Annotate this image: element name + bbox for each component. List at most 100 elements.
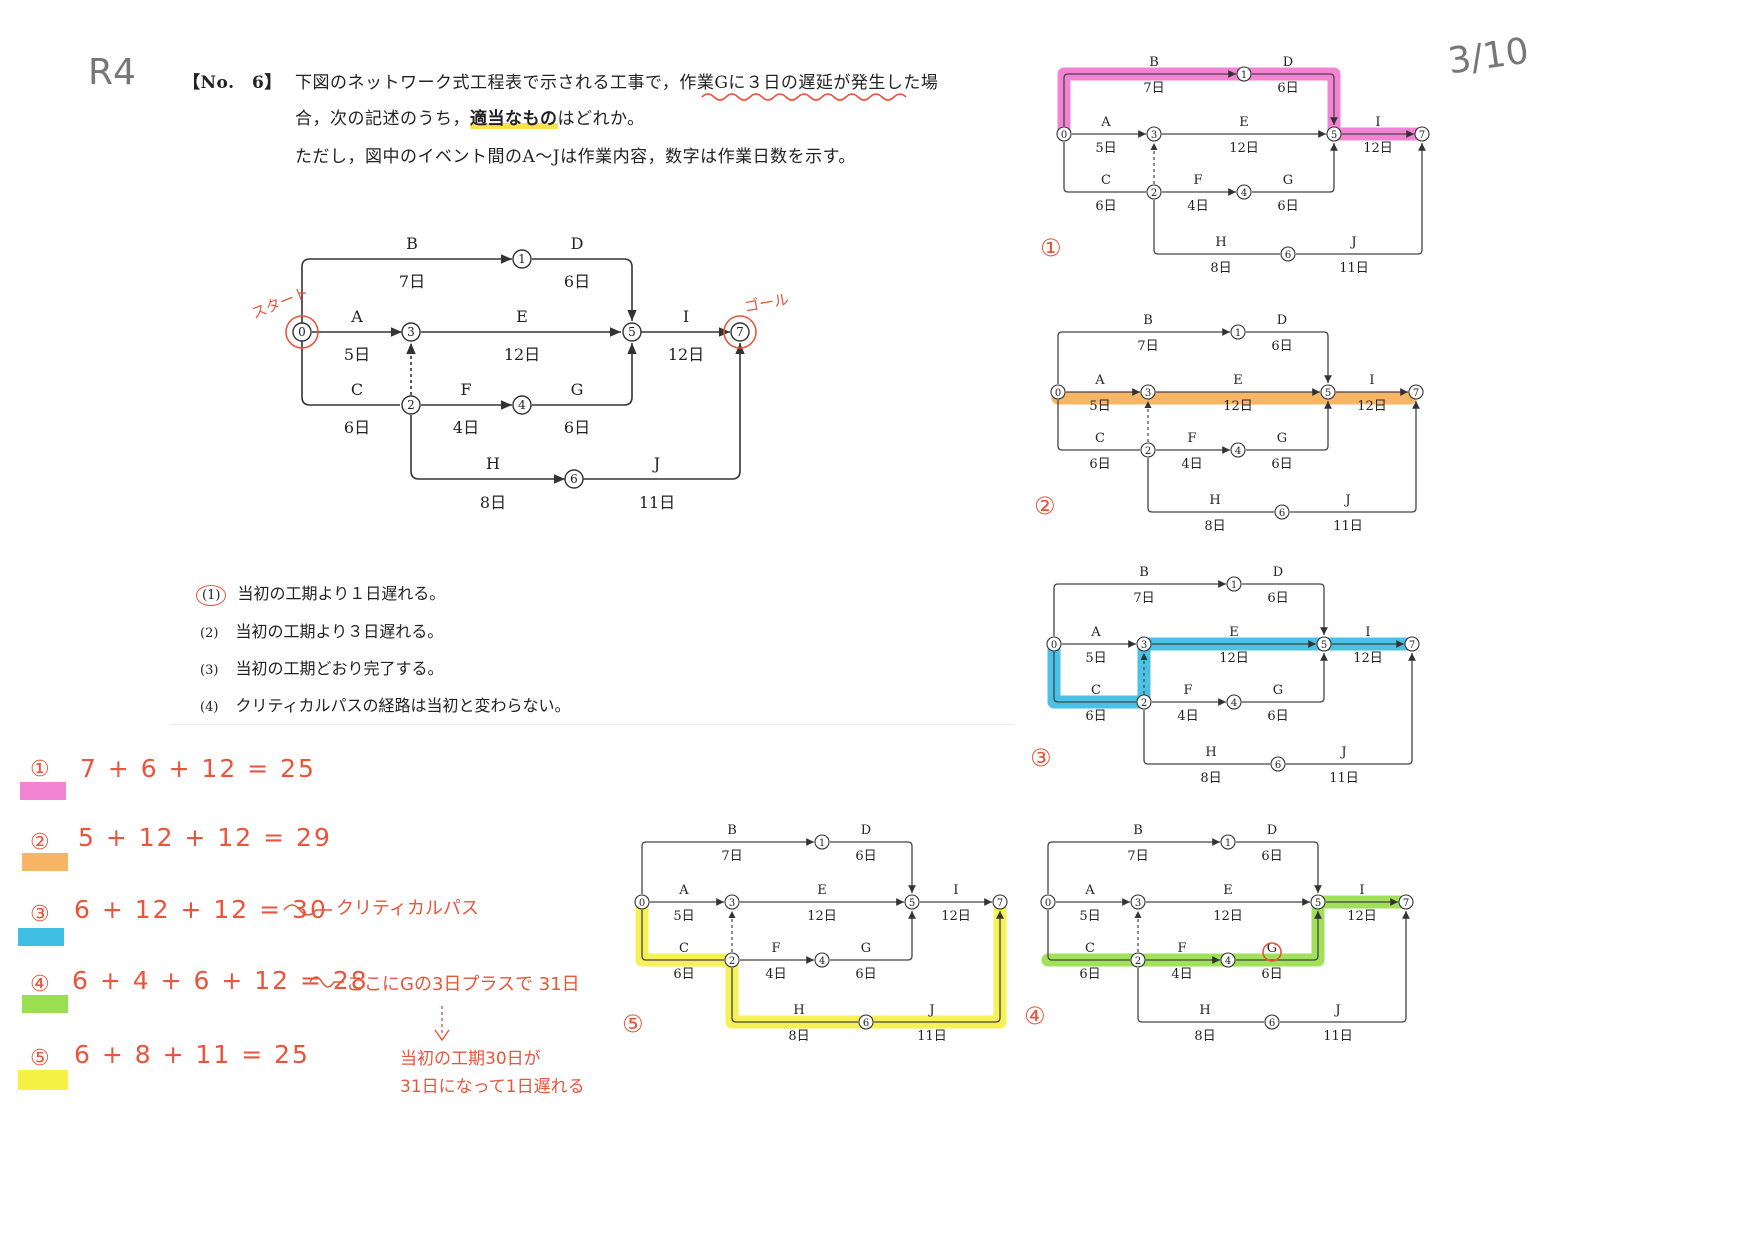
panel-mark-3: ③ xyxy=(1030,744,1052,772)
panel-activity-label: C xyxy=(679,941,689,956)
panel-activity-days: 11日 xyxy=(1323,1029,1353,1044)
panel-activity-label: G xyxy=(1267,941,1277,956)
choice-1: (1) 当初の工期より１日遅れる。 xyxy=(196,580,445,606)
panel-activity-days: 6日 xyxy=(1079,967,1100,982)
days-i: 12日 xyxy=(668,345,704,364)
conclusion-arrow xyxy=(434,1006,450,1042)
network-panel-svg-2: 01234567B7日D6日A5日E12日I12日C6日F4日G6日H8日J11… xyxy=(1050,313,1424,534)
panel-node-4: 4 xyxy=(1231,698,1237,709)
panel-node-0: 0 xyxy=(1045,898,1051,909)
days-g: 6日 xyxy=(564,418,590,437)
calc-1-expr: 7 + 6 + 12 = 25 xyxy=(80,754,316,783)
panel-activity-label: B xyxy=(1143,313,1153,328)
arrow-g xyxy=(532,343,637,406)
panel-activity-label: I xyxy=(1369,373,1374,388)
panel-activity-days: 6日 xyxy=(1271,339,1292,354)
question-line-1: 下図のネットワーク式工程表で示される工事で，作業Gに３日の遅延が発生した場 xyxy=(295,73,939,93)
panel-activity-days: 5日 xyxy=(673,909,694,924)
panel-activity-label: J xyxy=(1349,235,1356,250)
panel-activity-days: 12日 xyxy=(1219,651,1249,666)
calc-2-mark: ② xyxy=(30,830,50,855)
arrow-j xyxy=(583,343,745,480)
panel-activity-label: D xyxy=(1267,823,1277,838)
label-h: H xyxy=(486,454,500,473)
panel-activity-days: 5日 xyxy=(1095,141,1116,156)
panel-activity-days: 6日 xyxy=(1267,591,1288,606)
question-number: 【No. 6】 xyxy=(183,73,282,93)
panel-node-6: 6 xyxy=(1279,508,1285,519)
panel-activity-label: F xyxy=(1183,683,1192,698)
panel-activity-days: 6日 xyxy=(855,849,876,864)
panel-mark-4: ④ xyxy=(1024,1002,1046,1030)
panel-activity-days: 12日 xyxy=(1223,399,1253,414)
panel-activity-days: 11日 xyxy=(1333,519,1363,534)
panel-activity-label: H xyxy=(1209,493,1220,508)
choice-4-text: クリティカルパスの経路は当初と変わらない。 xyxy=(235,696,571,715)
choice-3: (3) 当初の工期どおり完了する。 xyxy=(200,655,444,679)
panel-node-0: 0 xyxy=(1051,640,1057,651)
arrow-h xyxy=(410,415,565,484)
panel-activity-label: J xyxy=(927,1003,934,1018)
panel-activity-days: 6日 xyxy=(1267,709,1288,724)
node-0: 0 xyxy=(298,325,306,339)
node-4: 4 xyxy=(518,398,526,412)
panel-node-3: 3 xyxy=(1145,388,1151,399)
panel-node-4: 4 xyxy=(819,956,825,967)
panel-activity-label: I xyxy=(1365,625,1370,640)
calc-4-note: ここにGの3日プラスで 31日 xyxy=(346,974,580,995)
panel-node-5: 5 xyxy=(1321,640,1327,651)
panel-activity-label: C xyxy=(1091,683,1101,698)
panel-activity-label: J xyxy=(1343,493,1350,508)
label-a: A xyxy=(350,307,363,326)
panel-node-3: 3 xyxy=(1135,898,1141,909)
highlight-appropriate: 適当なもの xyxy=(470,109,558,129)
calc-2-highlight xyxy=(22,853,68,871)
panel-activity-label: E xyxy=(1229,625,1239,640)
network-panel-svg-4: 01234567B7日D6日A5日E12日I12日C6日F4日G6日H8日J11… xyxy=(1040,823,1414,1044)
panel-activity-days: 7日 xyxy=(1143,81,1164,96)
question-line-3: ただし，図中のイベント間のA～Jは作業内容，数字は作業日数を示す。 xyxy=(295,147,856,167)
label-b: B xyxy=(406,234,418,253)
panel-activity-days: 7日 xyxy=(721,849,742,864)
days-j: 11日 xyxy=(639,493,675,512)
panel-activity-label: G xyxy=(1277,431,1287,446)
panel-activity-days: 6日 xyxy=(1089,457,1110,472)
panel-activity-label: D xyxy=(1273,565,1283,580)
node-6: 6 xyxy=(570,472,578,486)
panel-activity-label: A xyxy=(1100,115,1111,130)
panel-activity-days: 7日 xyxy=(1137,339,1158,354)
panel-node-4: 4 xyxy=(1241,188,1247,199)
question-line-2: 合，次の記述のうち，適当なものはどれか。 xyxy=(295,104,645,129)
panel-activity-days: 4日 xyxy=(1177,709,1198,724)
node-7: 7 xyxy=(736,325,744,339)
paper-edge xyxy=(170,724,1015,725)
panel-activity-label: F xyxy=(771,941,780,956)
label-c: C xyxy=(351,380,363,399)
panel-activity-label: B xyxy=(727,823,737,838)
panel-activity-label: C xyxy=(1101,173,1111,188)
panel-node-0: 0 xyxy=(639,898,645,909)
panel-activity-label: J xyxy=(1339,745,1346,760)
panel-activity-label: I xyxy=(1375,115,1380,130)
panel-activity-label: D xyxy=(1277,313,1287,328)
panel-activity-days: 8日 xyxy=(1200,771,1221,786)
panel-activity-days: 8日 xyxy=(1204,519,1225,534)
panel-activity-days: 6日 xyxy=(1261,849,1282,864)
panel-activity-days: 12日 xyxy=(1363,141,1393,156)
panel-node-2: 2 xyxy=(1135,956,1141,967)
panel-activity-label: C xyxy=(1085,941,1095,956)
panel-activity-label: A xyxy=(1090,625,1101,640)
panel-activity-label: A xyxy=(678,883,689,898)
calc-2-expr: 5 + 12 + 12 = 29 xyxy=(78,823,332,852)
panel-activity-label: G xyxy=(1283,173,1293,188)
network-panel-svg-3: 01234567B7日D6日A5日E12日I12日C6日F4日G6日H8日J11… xyxy=(1046,565,1420,786)
panel-activity-days: 6日 xyxy=(1277,199,1298,214)
panel-activity-days: 6日 xyxy=(1095,199,1116,214)
panel-activity-label: G xyxy=(861,941,871,956)
panel-activity-days: 5日 xyxy=(1089,399,1110,414)
calc-5-highlight xyxy=(18,1070,68,1090)
choice-2: (2) 当初の工期より３日遅れる。 xyxy=(200,618,443,642)
